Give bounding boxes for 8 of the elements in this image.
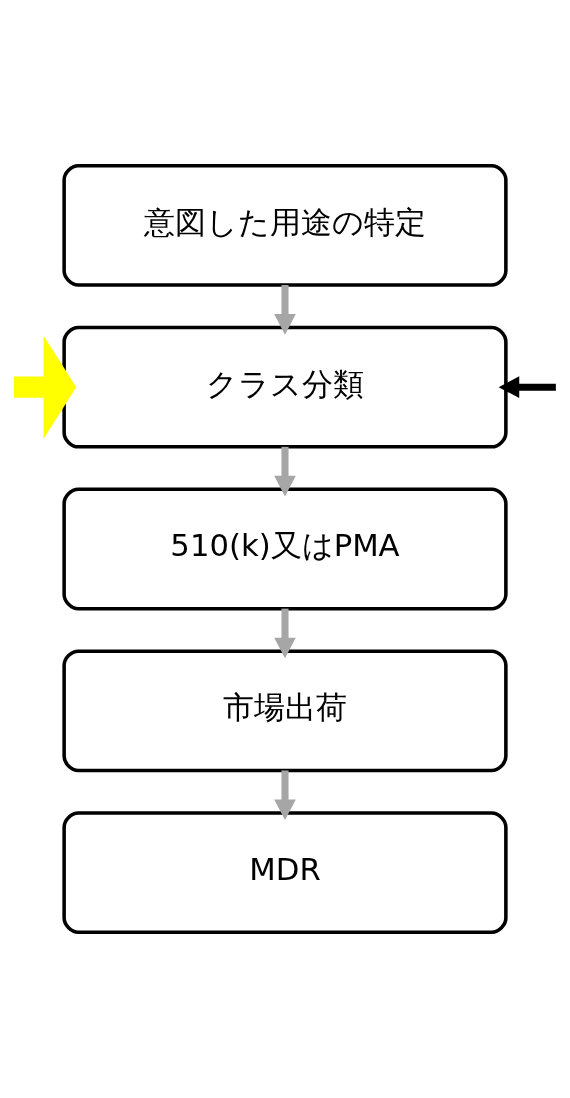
node-box: 510(k)又はPMA <box>62 487 508 611</box>
node-box: クラス分類 <box>62 325 508 449</box>
arrow <box>274 608 296 659</box>
node-box: 意図した用途の特定 <box>62 163 508 287</box>
arrow <box>13 335 77 439</box>
arrow <box>274 446 296 497</box>
node-box: MDR <box>62 811 508 935</box>
node-box: 市場出荷 <box>62 649 508 773</box>
